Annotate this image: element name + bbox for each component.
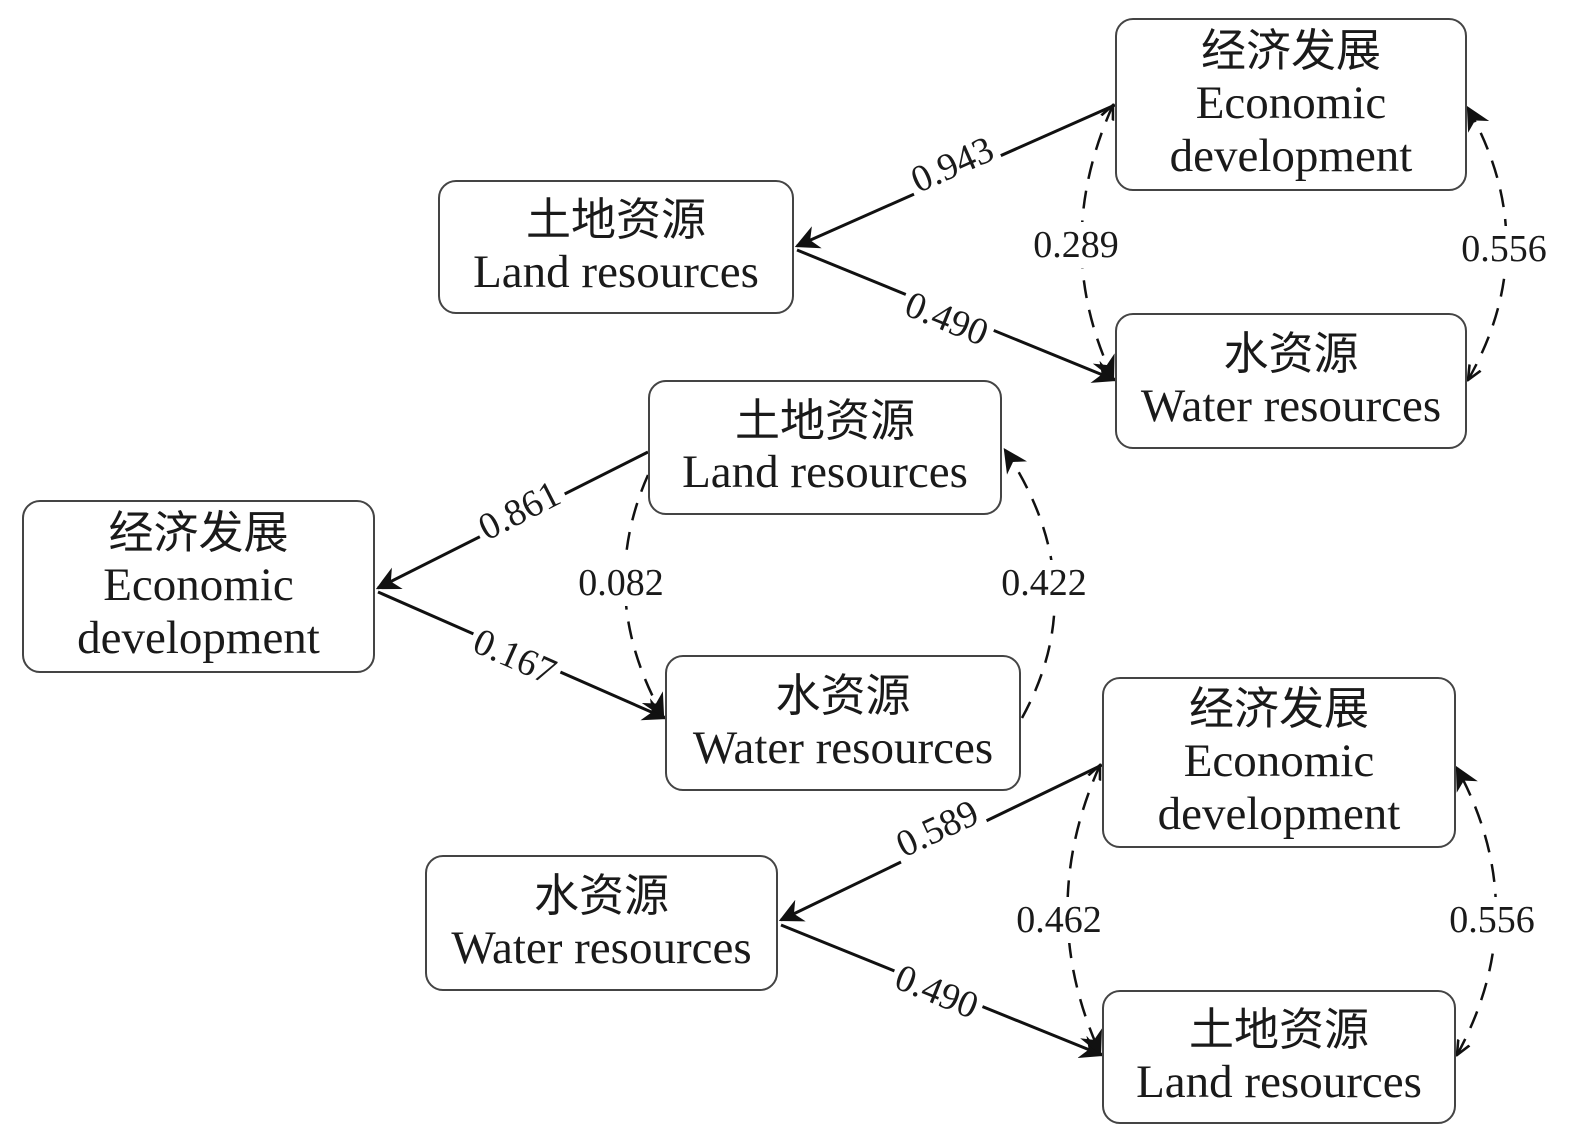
coef-label: 0.289 <box>1033 224 1119 266</box>
node-label-zh: 经济发展 <box>1200 23 1381 77</box>
node-label-zh: 经济发展 <box>1188 681 1369 735</box>
node-label-en: Land resources <box>473 245 759 298</box>
node-label-zh: 水资源 <box>1223 327 1359 381</box>
node-economic-development: 经济发展 Economic development <box>1115 18 1467 191</box>
node-label-zh: 经济发展 <box>108 505 289 559</box>
node-land-resources: 土地资源 Land resources <box>1102 990 1456 1124</box>
coef-label: 0.082 <box>578 562 664 604</box>
node-water-resources: 水资源 Water resources <box>1115 313 1467 449</box>
coef-label: 0.462 <box>1016 899 1102 941</box>
node-label-en: Water resources <box>692 721 994 774</box>
node-economic-development: 经济发展 Economic development <box>1102 677 1456 848</box>
node-label-en: Economic development <box>1169 76 1413 182</box>
node-label-zh: 水资源 <box>775 669 911 723</box>
node-label-en: Land resources <box>682 446 968 499</box>
node-label-en: Land resources <box>1136 1055 1422 1108</box>
correlation-curve-econ-land <box>1066 765 1101 1053</box>
node-land-resources: 土地资源 Land resources <box>438 180 794 314</box>
node-label-en: Economic development <box>1157 734 1401 840</box>
diagram-2-edges: 0.861 0.167 0.082 0.422 <box>375 448 1092 721</box>
node-economic-development: 经济发展 Economic development <box>22 500 375 673</box>
node-land-resources: 土地资源 Land resources <box>648 380 1002 515</box>
node-water-resources: 水资源 Water resources <box>425 855 778 991</box>
node-label-en: Economic development <box>77 558 320 664</box>
node-label-zh: 水资源 <box>533 869 669 923</box>
node-label-en: Water resources <box>451 921 752 974</box>
node-label-zh: 土地资源 <box>734 393 915 447</box>
diagram-1-edges: 0.943 0.490 0.289 0.556 <box>794 105 1552 383</box>
coef-label: 0.556 <box>1461 228 1547 270</box>
node-water-resources: 水资源 Water resources <box>665 655 1021 791</box>
node-label-zh: 土地资源 <box>1188 1003 1369 1057</box>
node-label-zh: 土地资源 <box>525 193 706 247</box>
node-label-en: Water resources <box>1140 379 1442 432</box>
coef-label: 0.422 <box>1001 562 1087 604</box>
correlation-curve-water-econ-outer <box>1468 108 1508 380</box>
coef-label: 0.556 <box>1449 899 1535 941</box>
correlation-curve-econ-water <box>1080 105 1114 378</box>
correlation-curve-water-land-outer <box>1003 448 1056 719</box>
